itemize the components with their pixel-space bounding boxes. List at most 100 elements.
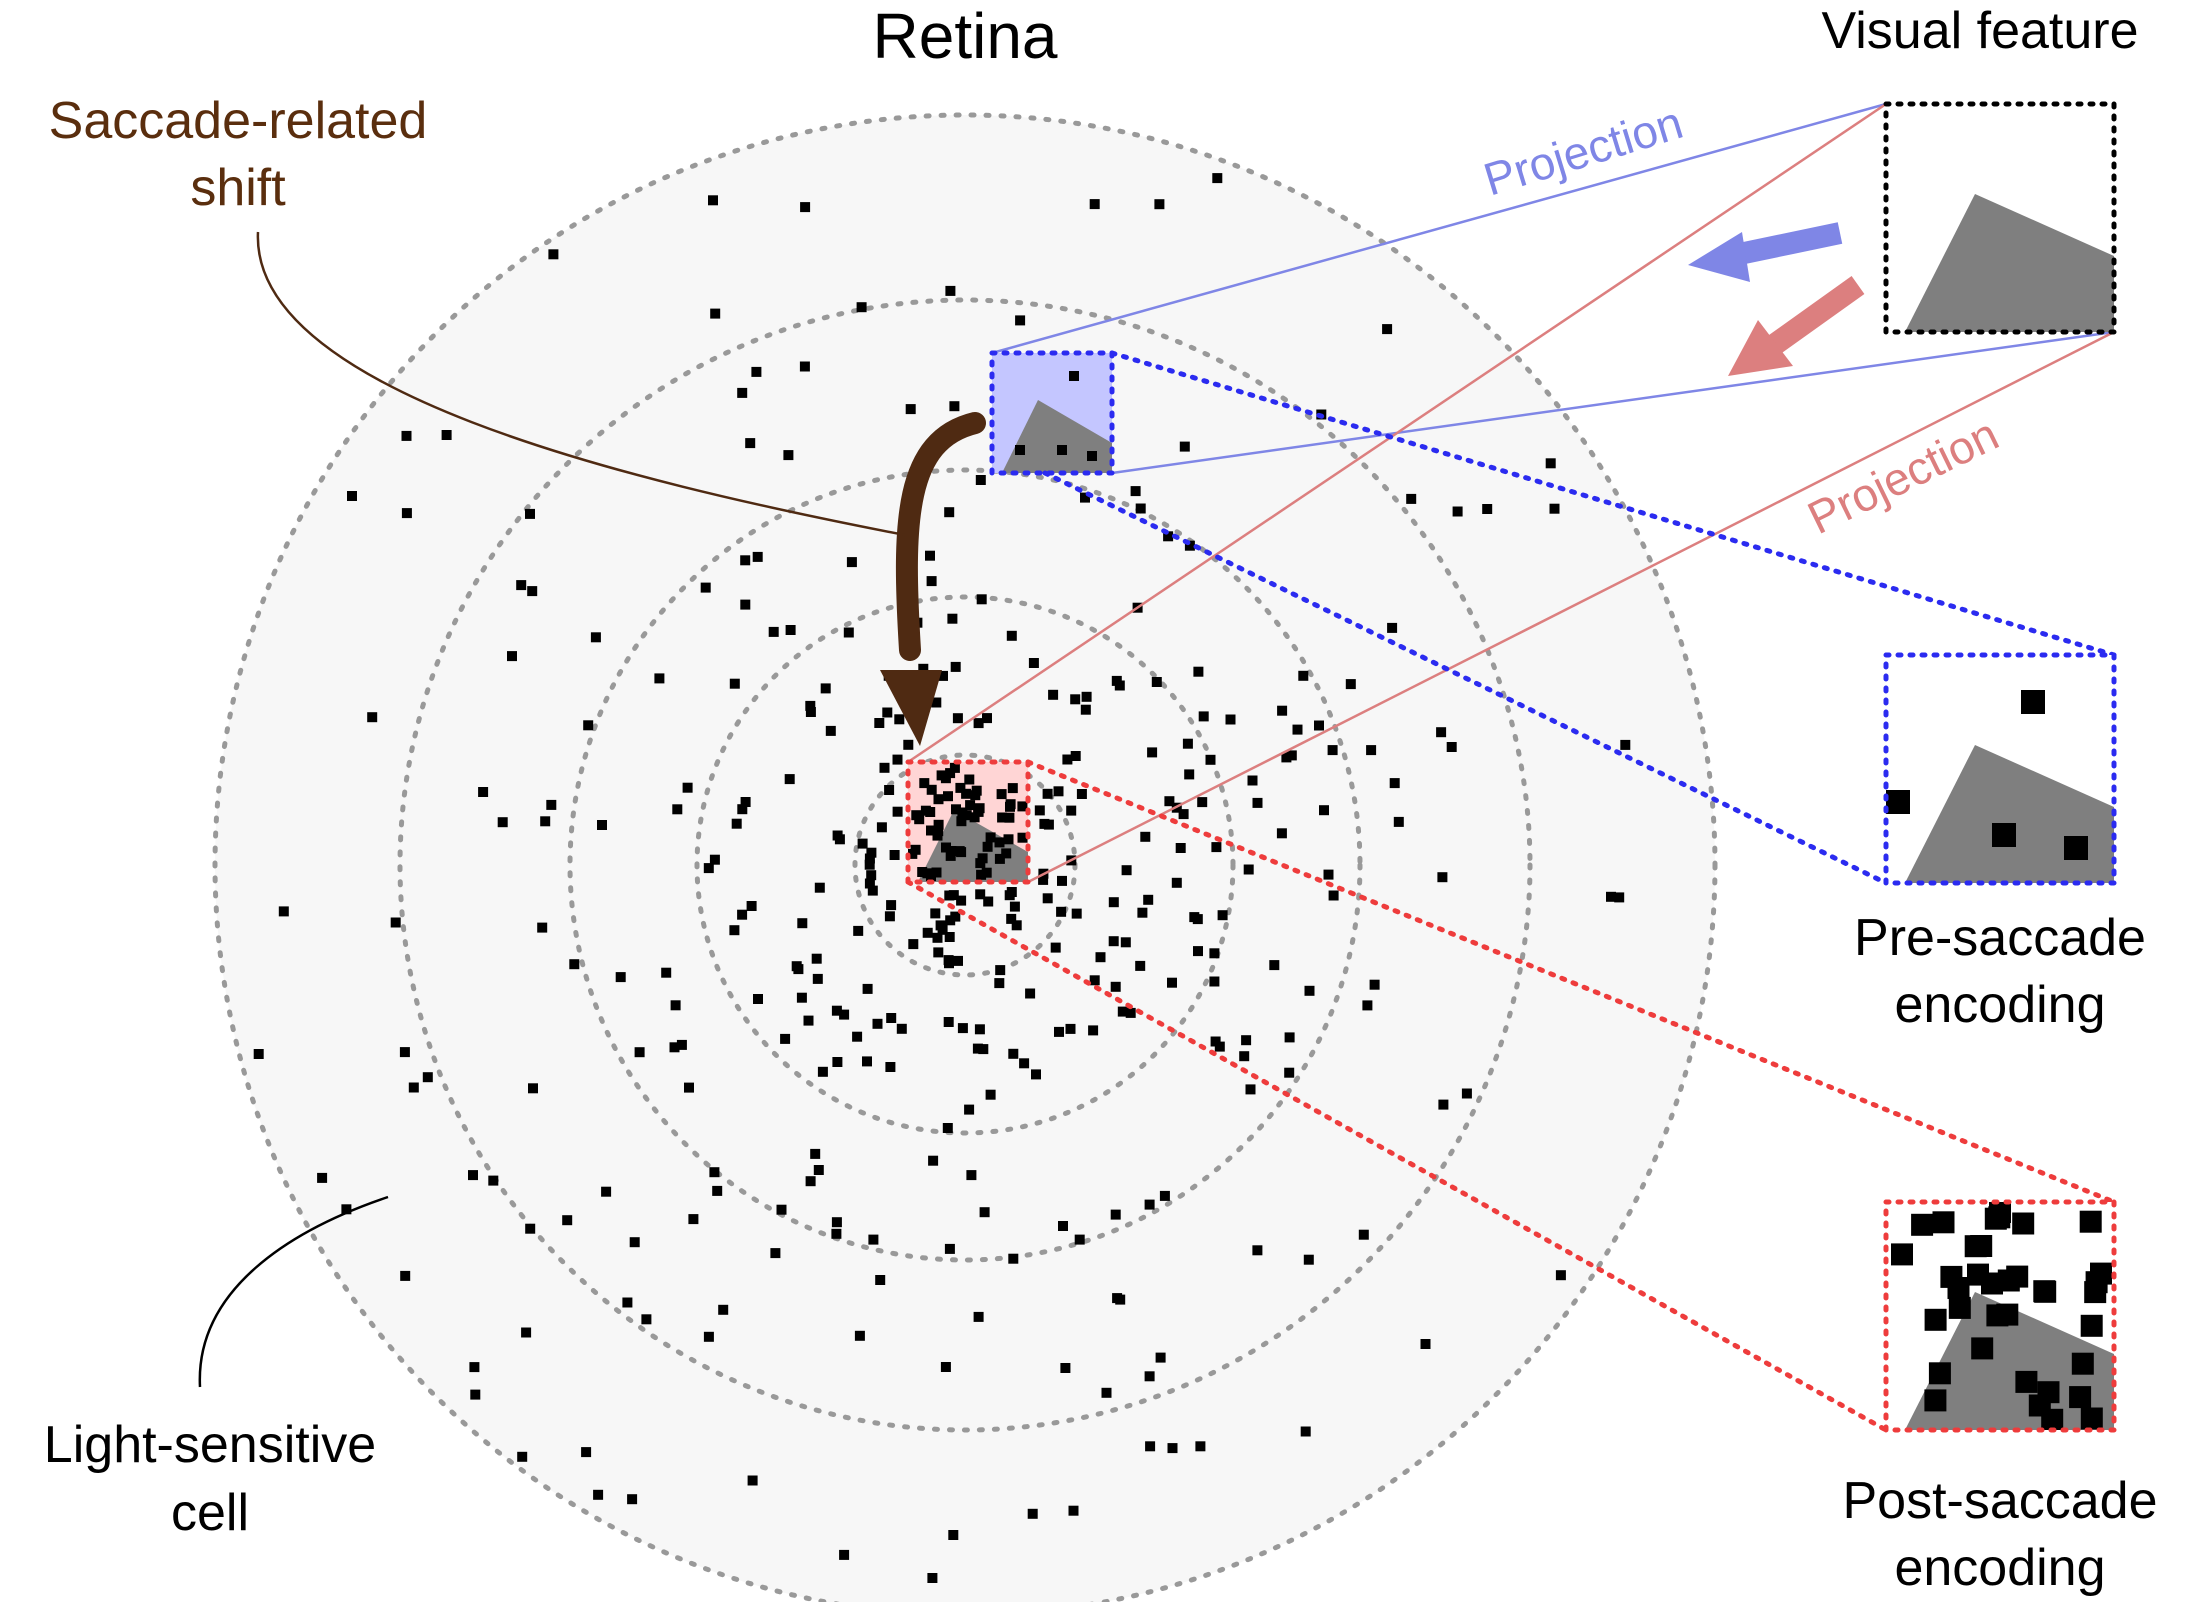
cell <box>1076 789 1087 799</box>
cell <box>783 450 794 461</box>
cell <box>1155 1352 1166 1363</box>
cell <box>654 673 665 684</box>
cell <box>1120 937 1131 948</box>
cell <box>975 889 986 900</box>
cell <box>718 1304 729 1315</box>
cell <box>797 918 808 929</box>
cell <box>401 430 412 441</box>
pre-saccade-shape <box>1905 745 2114 883</box>
cell <box>517 1451 528 1462</box>
cell <box>629 1237 640 1248</box>
cell <box>879 762 890 773</box>
cell <box>634 1047 645 1058</box>
patch-cell <box>911 810 922 821</box>
light-sensitive-cells <box>253 173 1631 1583</box>
cell <box>753 994 763 1004</box>
cell <box>1323 869 1334 880</box>
post-saccade-patch-feature <box>918 810 1028 882</box>
cell <box>1006 887 1017 897</box>
cell <box>1276 828 1287 839</box>
post-saccade-label-line1: Post-saccade <box>1842 1472 2157 1530</box>
pre-saccade-label-line2: encoding <box>1894 976 2105 1034</box>
cell <box>1420 1339 1431 1349</box>
patch-cell <box>1004 812 1015 823</box>
cell <box>1050 942 1061 953</box>
cell <box>1328 890 1339 901</box>
cell <box>1438 1099 1449 1110</box>
cell <box>682 782 693 793</box>
cell <box>669 1042 680 1053</box>
encoded-cell <box>2084 1281 2107 1304</box>
cell <box>408 1082 419 1093</box>
cell <box>1034 805 1045 816</box>
cell <box>805 1176 816 1187</box>
cell <box>1241 1035 1252 1046</box>
cell <box>952 713 963 724</box>
cell <box>1080 704 1091 715</box>
cell <box>1068 1505 1079 1516</box>
cell <box>700 582 711 593</box>
cell <box>943 1017 954 1027</box>
cell <box>1211 842 1222 853</box>
cell <box>1387 622 1398 633</box>
projection-lines-blue <box>991 102 2115 475</box>
cell <box>854 1330 865 1341</box>
cell <box>944 1243 955 1254</box>
cell <box>803 1015 814 1026</box>
patch-cell <box>932 830 943 841</box>
patch-cell <box>1017 801 1028 812</box>
visual-feature-shape <box>1905 194 2114 332</box>
cell <box>938 670 948 681</box>
patch-cell <box>996 789 1007 800</box>
encoded-cell <box>1891 1243 1913 1266</box>
patch-cell <box>919 778 930 789</box>
cell <box>950 661 961 672</box>
cell <box>994 978 1005 989</box>
cell <box>1620 739 1631 750</box>
pre-saccade-cells <box>1886 690 2088 860</box>
encoded-cell <box>2012 1212 2035 1235</box>
cell <box>1225 714 1236 725</box>
cell <box>1054 1026 1064 1037</box>
cell <box>864 878 875 889</box>
cell <box>875 1275 886 1285</box>
encoded-cell <box>2034 1280 2057 1303</box>
cell <box>1362 1000 1373 1011</box>
cell <box>1154 199 1165 210</box>
cell <box>1095 952 1106 963</box>
cell <box>583 720 594 731</box>
cell <box>852 1031 863 1042</box>
cell <box>688 1214 699 1225</box>
cell <box>1038 874 1049 885</box>
cell <box>597 820 607 830</box>
patch-cell <box>982 841 993 852</box>
cell <box>796 992 807 1003</box>
cell <box>1555 1270 1566 1281</box>
cell <box>1135 503 1146 514</box>
cell <box>661 967 672 978</box>
cell <box>862 1056 872 1067</box>
post-saccade-cells <box>1891 1202 2112 1430</box>
cell <box>1111 675 1122 686</box>
cell <box>944 932 955 942</box>
retina-title: Retina <box>873 0 1058 72</box>
cell <box>528 1083 538 1094</box>
cell <box>1209 976 1220 987</box>
cell <box>399 1047 410 1058</box>
cell <box>507 651 517 662</box>
cell <box>593 1489 604 1500</box>
cell <box>747 1475 758 1486</box>
cell <box>676 1039 687 1050</box>
cell <box>976 594 987 605</box>
cell <box>820 683 831 694</box>
cell <box>975 475 986 485</box>
cell <box>525 508 535 519</box>
cell <box>867 885 878 896</box>
cell <box>966 1170 977 1181</box>
encoded-cell <box>1947 1277 1970 1299</box>
encoded-cell <box>1971 1337 1994 1360</box>
saccade-shift-label-line1: Saccade-related <box>49 92 428 150</box>
pre-saccade-label-line1: Pre-saccade <box>1854 909 2146 967</box>
cell <box>516 580 527 591</box>
cell <box>943 955 954 966</box>
